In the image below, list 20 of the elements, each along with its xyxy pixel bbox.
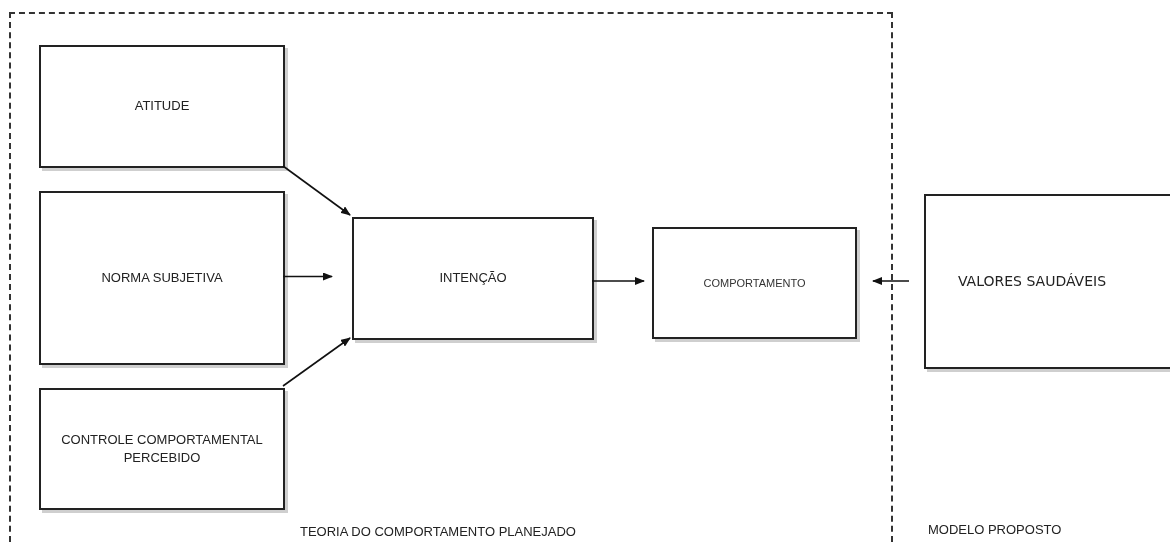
concept-box (352, 217, 594, 340)
region-caption: TEORIA DO COMPORTAMENTO PLANEJADO (300, 523, 576, 541)
arrow (282, 165, 351, 216)
box-label: INTENÇÃO (439, 269, 507, 288)
arrow (282, 337, 351, 387)
concept-box (652, 227, 857, 339)
arrow (591, 277, 645, 285)
concept-box (39, 388, 285, 510)
box-label: COMPORTAMENTO (703, 275, 806, 291)
box-label: ATITUDE (134, 97, 190, 116)
concept-box (924, 194, 1170, 369)
box-label: VALORES SAUDÁVEIS (957, 272, 1107, 291)
concept-box (39, 45, 285, 168)
box-label: CONTROLE COMPORTAMENTAL PERCEBIDO (60, 430, 264, 467)
box-label: NORMA SUBJETIVA (101, 268, 223, 287)
concept-box (39, 191, 285, 365)
dashed-region (9, 12, 893, 542)
arrow (872, 277, 910, 285)
region-caption: MODELO PROPOSTO (928, 521, 1062, 539)
arrow (282, 272, 333, 281)
